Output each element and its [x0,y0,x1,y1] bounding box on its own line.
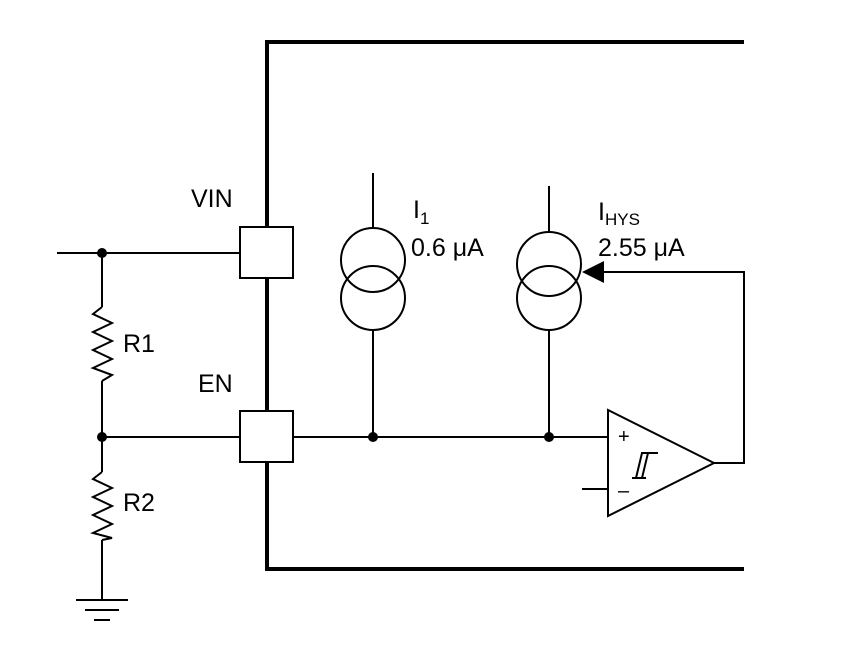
i1-label: I1 [413,196,429,228]
hysteresis-icon [632,452,658,479]
en-label: EN [198,370,233,398]
hysteresis-control-path [582,261,745,464]
ground-symbol [76,599,128,621]
ihys-label: IHYS [598,198,640,229]
resistor-r2 [90,471,115,541]
r1-label: R1 [123,330,155,358]
comparator-plus-sign: + [618,426,630,448]
r2-label: R2 [123,489,155,517]
comparator-minus-sign: – [618,480,630,502]
junction-dots [97,248,554,442]
resistor-r1 [90,306,115,382]
external-wiring [57,252,240,600]
i1-value: 0.6 μA [411,234,484,262]
ic-boundary [265,40,744,571]
ihys-value: 2.55 μA [598,234,685,262]
vin-pin [239,226,294,279]
current-source-i1 [340,173,406,437]
current-source-ihys [516,186,582,437]
en-pin [239,410,294,463]
comparator: + – [582,408,717,518]
arrow-head-icon [582,261,604,283]
vin-label: VIN [191,185,233,213]
